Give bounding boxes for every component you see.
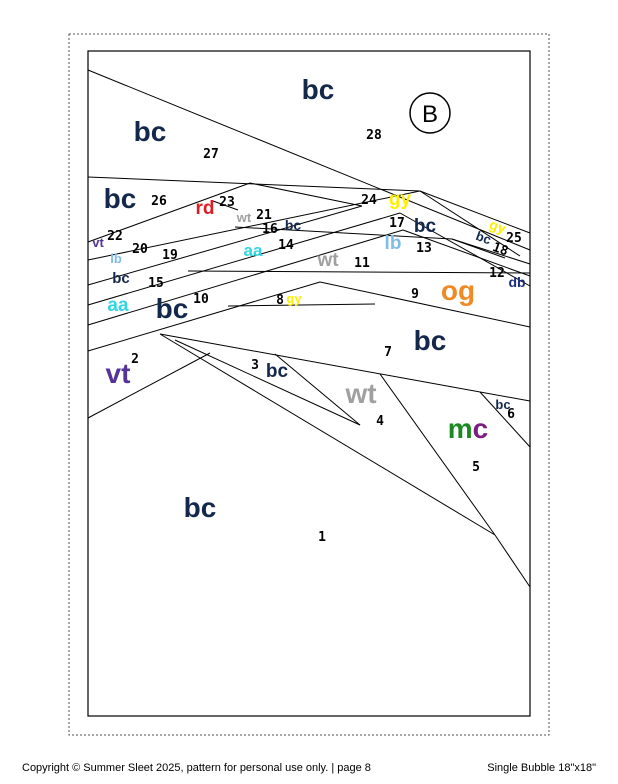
fabric-label-bc: bc: [156, 293, 189, 324]
piece-number: 21: [256, 208, 272, 223]
seam-line: [87, 69, 531, 251]
fabric-label-lb: lb: [385, 233, 402, 254]
fabric-label-bc: bc: [112, 270, 130, 287]
piece-number: 23: [219, 195, 235, 210]
fabric-label-wt: wt: [236, 210, 252, 225]
seam-line: [87, 182, 251, 243]
fabric-label-bc: bc: [134, 116, 167, 147]
seam-line: [87, 212, 401, 306]
fabric-label-lb: lb: [110, 251, 122, 266]
piece-number: 11: [354, 256, 370, 271]
fabric-label-bc: bc: [414, 216, 437, 237]
seam-line: [479, 391, 531, 448]
piece-numbers: 1 2 3 4 5 6 7 8 9 10 11 12 13 14 15 16 1…: [107, 128, 522, 545]
fabric-label-wt: wt: [316, 250, 339, 271]
fabric-label-bc: bc: [474, 228, 493, 247]
seam-line: [399, 212, 531, 287]
seam-line: [402, 229, 531, 277]
fabric-label-bc: bc: [285, 217, 302, 233]
fabric-label-aa: aa: [244, 241, 263, 260]
section-badge: B: [409, 92, 451, 134]
seam-line: [419, 190, 521, 257]
piece-number: 2: [131, 352, 139, 367]
piece-number: 19: [162, 248, 178, 263]
piece-number: 9: [411, 287, 419, 302]
piece-number: 22: [107, 229, 123, 244]
seam-line: [274, 353, 361, 426]
seam-line: [234, 226, 453, 240]
seam-line: [451, 238, 506, 259]
fabric-label-bc: bc: [495, 397, 510, 412]
fabric-label-db: db: [508, 274, 525, 290]
seam-line: [87, 352, 211, 419]
block-frame: [87, 50, 531, 717]
piece-number: 17: [389, 216, 405, 231]
fabric-labels: bc bc bc rd wt bc gy bc gy bc vt lb aa w…: [92, 74, 525, 523]
fabric-label-vt: vt: [92, 235, 104, 250]
fabric-label-og: og: [441, 275, 475, 306]
badge-circle: [409, 92, 451, 134]
seam-line: [159, 333, 531, 402]
seam-line: [319, 281, 531, 328]
seam-line: [187, 270, 531, 274]
fabric-label-gy: gy: [487, 216, 508, 237]
badge-letter: B: [422, 101, 438, 128]
piece-number: 1: [318, 530, 326, 545]
fabric-label-gy: gy: [389, 189, 412, 210]
seam-line: [174, 339, 361, 426]
piece-number: 13: [416, 241, 432, 256]
fabric-label-wt: wt: [344, 378, 376, 409]
piece-number: 16: [262, 222, 278, 237]
fabric-label-rd: rd: [196, 198, 215, 219]
piece-number: 6: [507, 407, 515, 422]
piece-number: 26: [151, 194, 167, 209]
piece-number: 28: [366, 128, 382, 143]
seam-line: [249, 182, 363, 207]
fabric-label-bc: bc: [302, 74, 335, 105]
seam-lines: [87, 69, 531, 588]
fabric-label-aa: aa: [107, 295, 129, 316]
piece-number: 8: [276, 293, 284, 308]
fabric-label-gy: gy: [286, 291, 302, 306]
piece-number: 27: [203, 147, 219, 162]
piece-number: 5: [472, 460, 480, 475]
piece-number: 10: [193, 292, 209, 307]
seam-line: [419, 190, 531, 234]
fabric-label-bc: bc: [104, 183, 137, 214]
piece-number: 15: [148, 276, 164, 291]
fabric-label-bc: bc: [266, 361, 289, 382]
piece-number: 18: [490, 240, 510, 260]
piece-number: 14: [278, 238, 294, 253]
piece-number: 4: [376, 414, 384, 429]
piece-number: 20: [132, 242, 148, 257]
seam-line: [87, 205, 363, 286]
seam-line: [494, 534, 531, 588]
piece-number: 12: [489, 266, 505, 281]
piece-number: 25: [506, 231, 522, 246]
seam-line: [159, 333, 496, 536]
footer-pattern-name: Single Bubble 18"x18": [487, 762, 596, 774]
piece-number: 7: [384, 345, 392, 360]
seam-line: [227, 303, 376, 307]
piece-number: 3: [251, 358, 259, 373]
seam-line: [87, 229, 404, 326]
fabric-label-mc: mc: [448, 413, 488, 444]
seam-line: [212, 200, 239, 211]
fabric-label-bc: bc: [184, 492, 217, 523]
seam-line: [87, 190, 421, 261]
seam-line: [379, 373, 496, 536]
outer-dashed-border: [68, 33, 550, 736]
fabric-label-bc: bc: [414, 325, 447, 356]
footer-copyright: Copyright © Summer Sleet 2025, pattern f…: [22, 762, 371, 774]
piece-number: 24: [361, 193, 377, 208]
seam-line: [87, 281, 321, 352]
fabric-label-vt: vt: [106, 358, 131, 389]
